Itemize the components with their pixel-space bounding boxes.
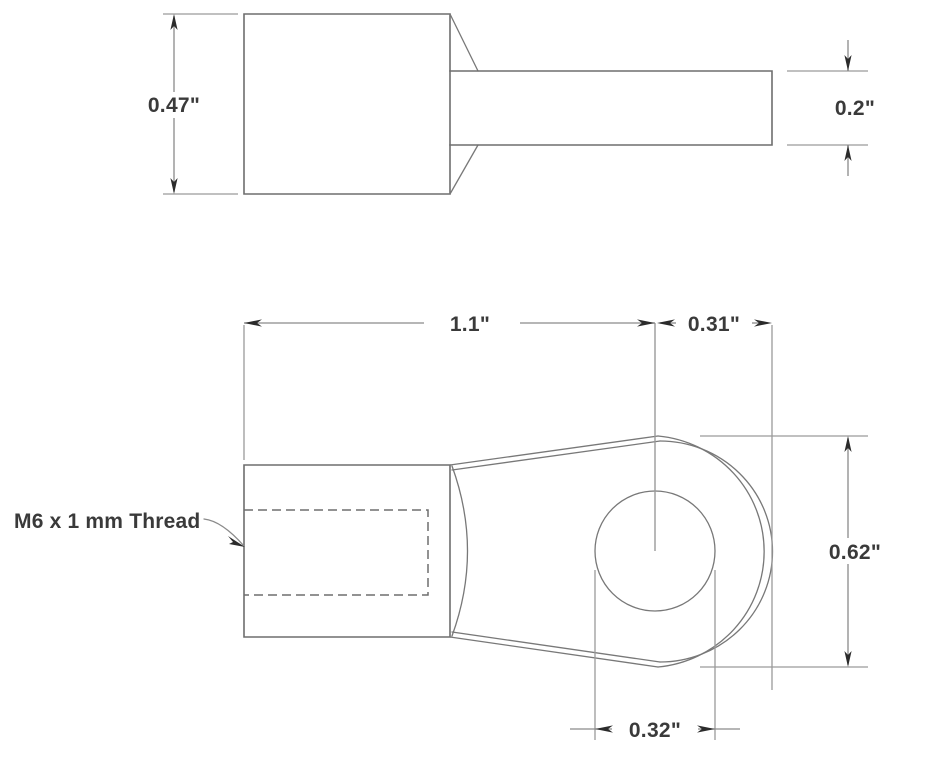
plan-view-group: 1.1" 0.31" 0.62" 0.32": [14, 313, 881, 742]
dim-11-arrow-left: [244, 319, 262, 327]
side-view-upper-taper: [449, 13, 479, 72]
plan-view-upper-taper-inner: [451, 440, 661, 471]
plan-view-fillet-arc: [451, 465, 469, 637]
plan-view-upper-taper-outer: [449, 435, 659, 466]
dim-031-arrow-right: [754, 319, 772, 327]
plan-view-eye-outer-arc: [657, 435, 765, 668]
side-view-group: 0.47" 0.2": [139, 13, 875, 195]
dim-02-arrow-bottom: [844, 145, 852, 161]
dim-032-text: 0.32": [629, 719, 681, 742]
dim-062-text-bg: [818, 538, 880, 564]
thread-note-leader-arrow: [228, 536, 245, 547]
dim-047-arrow-bottom: [170, 178, 178, 194]
dim-031-arrow-left: [657, 319, 675, 327]
plan-view-thread-hidden-outline: [244, 509, 429, 596]
dim-032-arrow-left: [595, 725, 613, 733]
thread-note-label: M6 x 1 mm Thread: [14, 510, 200, 533]
dim-047-text-bg: [139, 92, 209, 118]
dim-02-text: 0.2": [835, 97, 875, 120]
dim-02-arrow-top: [844, 55, 852, 71]
thread-note-leader-line: [203, 518, 245, 547]
dim-062-text: 0.62": [829, 541, 881, 564]
dim-031-text: 0.31": [688, 313, 740, 336]
plan-view-lower-taper-inner: [451, 631, 661, 663]
dim-047-text: 0.47": [148, 94, 200, 117]
dim-047-arrow-top: [170, 14, 178, 30]
dim-11-arrow-right: [637, 319, 655, 327]
dim-11-text: 1.1": [450, 313, 490, 336]
side-view-shank-outline: [449, 70, 773, 146]
plan-view-lower-taper-outer: [449, 636, 659, 668]
dim-062-arrow-top: [844, 436, 852, 452]
side-view-lower-taper: [449, 144, 479, 195]
dim-062-arrow-bottom: [844, 651, 852, 667]
dim-032-arrow-right: [697, 725, 715, 733]
